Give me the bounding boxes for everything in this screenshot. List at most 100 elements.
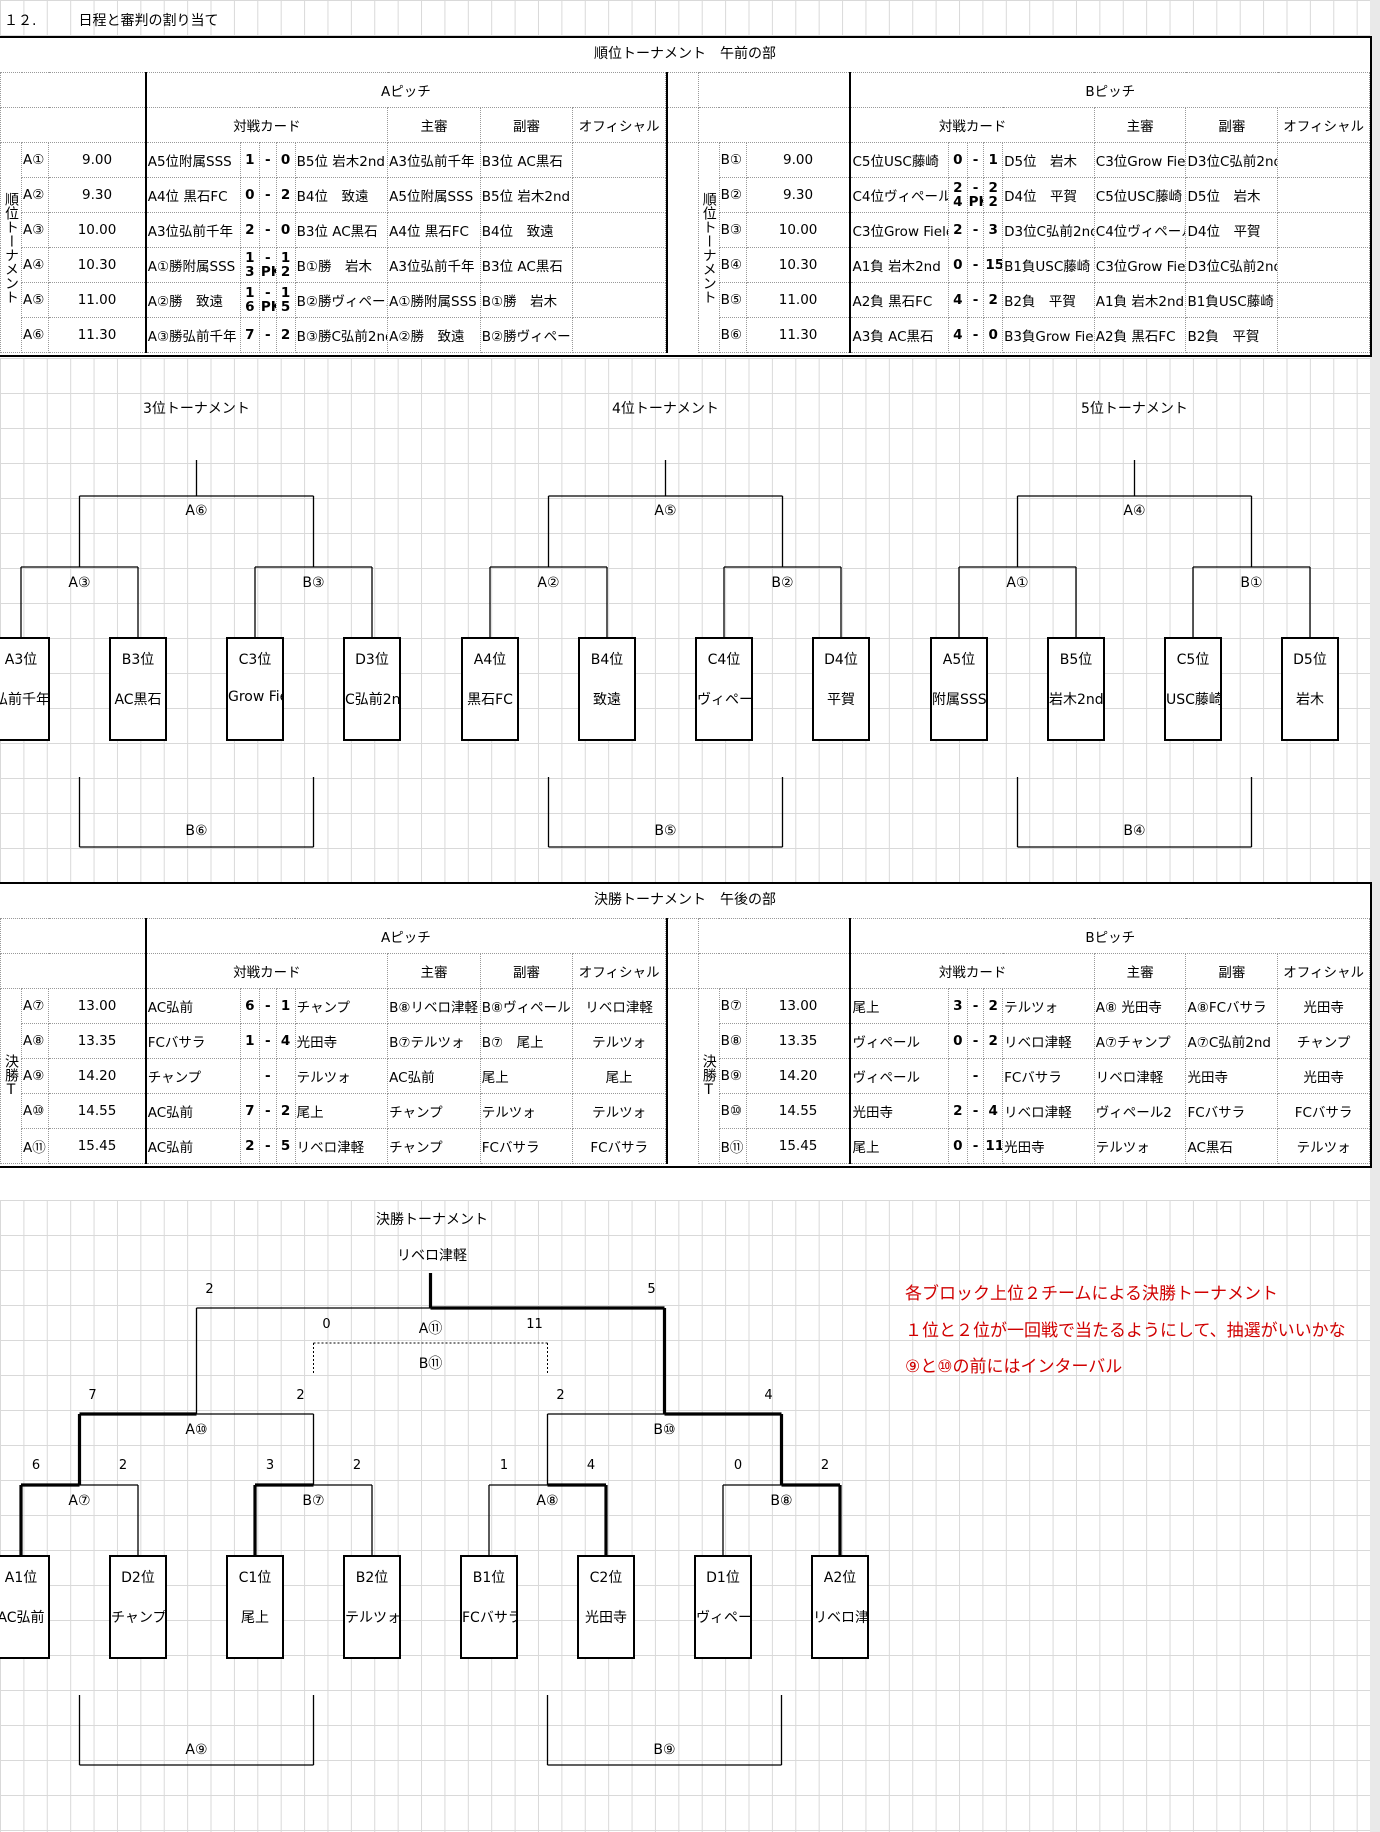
match-id: B④ [718, 247, 747, 283]
away-team: B③勝C弘前2nd [294, 317, 389, 353]
gap-cell [665, 1093, 699, 1129]
grid-background-middle [0, 358, 1370, 883]
away-team: リベロ津軽 [294, 1128, 389, 1164]
team-box: C4位ヴィペール2 [695, 637, 753, 741]
away-team: 尾上 [294, 1093, 389, 1129]
match-time: 10.00 [48, 212, 147, 248]
pitch-a-corner2 [0, 107, 147, 143]
home-score: 4 [947, 317, 968, 353]
team-name: 附属SSS [932, 692, 987, 708]
match-label-q2: B⑦ [302, 1493, 325, 1509]
match-id: B⑨ [718, 1058, 747, 1094]
gap-cell [665, 107, 699, 143]
team-position: C1位 [238, 1570, 272, 1586]
team-position: D3位 [355, 652, 389, 668]
sub-referee: A⑦C弘前2nd [1185, 1023, 1279, 1059]
home-score: 2 [947, 212, 968, 248]
main-referee: A3位弘前千年 [387, 247, 481, 283]
team-name: 岩木 [1296, 692, 1324, 708]
score-dash: -PK [258, 247, 277, 283]
home-team: A3位弘前千年 [144, 212, 241, 248]
match-id: A③ [21, 212, 50, 248]
away-score: 15 [983, 247, 1004, 283]
gap-cell [665, 1023, 699, 1059]
away-team: D3位C弘前2nd [1002, 212, 1095, 248]
match-id: B⑤ [718, 282, 747, 318]
away-team: B3負Grow Field [1002, 317, 1095, 353]
score-final-right: 5 [647, 1282, 656, 1297]
score-semi-left-a: 7 [88, 1388, 97, 1403]
note-line-1: 各ブロック上位２チームによる決勝トーナメント [905, 1284, 1278, 1304]
match-time: 10.00 [745, 212, 851, 248]
pm-a-corner [0, 918, 147, 954]
match-id: B⑥ [718, 317, 747, 353]
home-team: C4位ヴィペール2 [849, 177, 949, 213]
match-label-top: A⑤ [654, 503, 677, 519]
sub-referee: B②勝ヴィペール2 [479, 317, 574, 353]
away-team: リベロ津軽 [1002, 1093, 1095, 1129]
home-team: A①勝附属SSS [144, 247, 241, 283]
final-team-box: C1位尾上 [226, 1555, 284, 1659]
team-position: A1位 [4, 1570, 38, 1586]
score-q4-right: 2 [820, 1458, 830, 1473]
right-scroll-edge[interactable] [1370, 0, 1380, 1832]
match-time: 9.00 [48, 142, 147, 178]
score-q1-left: 6 [31, 1458, 41, 1473]
pm-header-main-ref: 主審 [387, 953, 481, 989]
match-time: 14.20 [745, 1058, 851, 1094]
official: テルツォ [1277, 1128, 1370, 1164]
official [572, 317, 666, 353]
score-q3-left: 1 [499, 1458, 509, 1473]
away-team: FCバサラ [1002, 1058, 1095, 1094]
team-position: C5位 [1176, 652, 1210, 668]
pitch-b-corner2 [697, 107, 851, 143]
match-label-top: A④ [1123, 503, 1146, 519]
main-referee: C4位ヴィペール2 [1093, 212, 1187, 248]
sub-referee: B5位 岩木2nd [479, 177, 574, 213]
team-position: A5位 [942, 652, 976, 668]
team-name: 光田寺 [585, 1610, 627, 1626]
match-time: 15.45 [48, 1128, 147, 1164]
main-referee: C5位USC藤崎 [1093, 177, 1187, 213]
header-sub-ref-b: 副審 [1185, 107, 1279, 143]
match-label-left: A① [1006, 575, 1029, 591]
team-name: テルツォ [345, 1610, 401, 1626]
match-id: B⑩ [718, 1093, 747, 1129]
team-position: B3位 [121, 652, 155, 668]
morning-b-row: B②9.30C4位ヴィペール224-PK22D4位 平賀C5位USC藤崎D5位 … [665, 177, 1370, 213]
match-time: 15.45 [745, 1128, 851, 1164]
match-id: B① [718, 142, 747, 178]
sub-referee: FCバサラ [479, 1128, 574, 1164]
away-team: B1負USC藤崎 [1002, 247, 1095, 283]
final-team-box: B2位テルツォ [343, 1555, 401, 1659]
official [572, 177, 666, 213]
home-team: チャンプ [144, 1058, 241, 1094]
pitch-a-label: Aピッチ [144, 72, 666, 108]
official: リベロ津軽 [572, 988, 666, 1024]
team-name: 岩木2nd [1049, 692, 1104, 708]
official [572, 212, 666, 248]
score-third-right: 11 [526, 1317, 543, 1332]
team-name: AC弘前 [0, 1610, 45, 1626]
pm-header-official-b: オフィシャル [1277, 953, 1370, 989]
sub-referee: B3位 AC黒石 [479, 247, 574, 283]
pitch-b-corner [697, 72, 851, 108]
match-label-right: B③ [302, 575, 325, 591]
match-id: B③ [718, 212, 747, 248]
section-title: １２. 日程と審判の割り当て [4, 13, 219, 29]
match-id: B⑦ [718, 988, 747, 1024]
main-referee: C3位Grow Field [1093, 247, 1187, 283]
team-box: A5位附属SSS [930, 637, 988, 741]
team-box: A3位弘前千年 [0, 637, 50, 741]
placement-title-3: 3位トーナメント [143, 401, 250, 417]
away-team: D5位 岩木 [1002, 142, 1095, 178]
